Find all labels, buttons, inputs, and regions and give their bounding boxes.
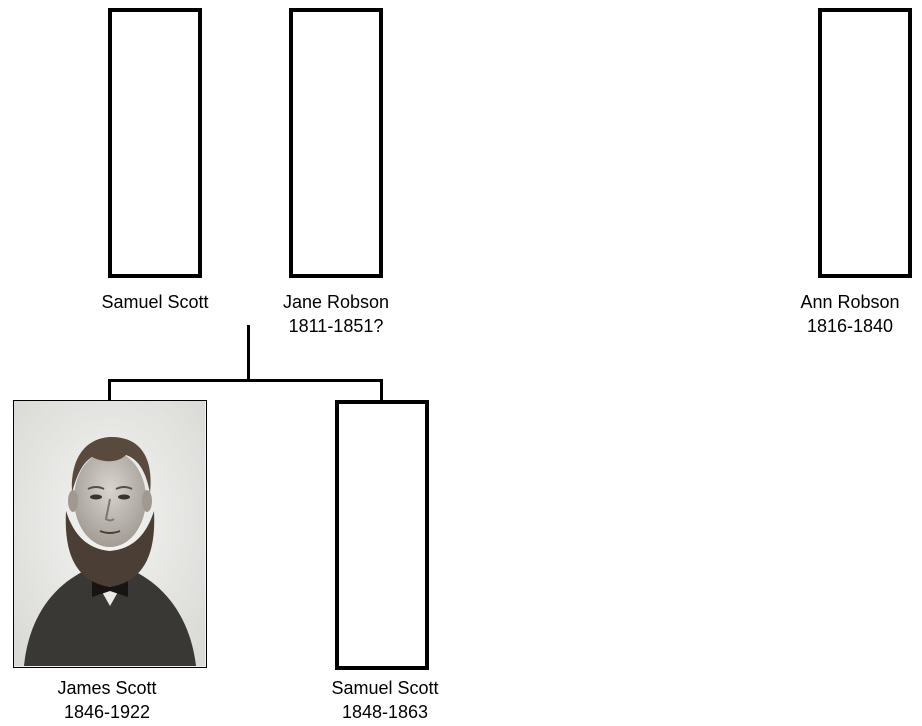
ann-robson-label: Ann Robson 1816-1840 <box>782 290 918 338</box>
samuel-scott-jr-label: Samuel Scott 1848-1863 <box>305 676 465 724</box>
james-scott-label: James Scott 1846-1922 <box>27 676 187 724</box>
jane-robson-name: Jane Robson <box>256 290 416 314</box>
samuel-scott-jr-photo-placeholder <box>335 400 429 670</box>
samuel-scott-jr-name: Samuel Scott <box>305 676 465 700</box>
james-scott-portrait <box>13 400 207 668</box>
ann-robson-name: Ann Robson <box>782 290 918 314</box>
james-scott-name: James Scott <box>27 676 187 700</box>
jane-robson-label: Jane Robson 1811-1851? <box>256 290 416 338</box>
parents-descent-line <box>247 325 250 381</box>
siblings-horizontal-line <box>108 379 383 382</box>
samuel-scott-sr-label: Samuel Scott <box>75 290 235 314</box>
james-scott-drop-line <box>108 379 111 401</box>
jane-robson-photo-placeholder <box>289 8 383 278</box>
samuel-scott-sr-name: Samuel Scott <box>75 290 235 314</box>
samuel-scott-sr-photo-placeholder <box>108 8 202 278</box>
samuel-scott-jr-dates: 1848-1863 <box>305 700 465 724</box>
ann-robson-photo-placeholder <box>818 8 912 278</box>
samuel-scott-jr-drop-line <box>380 379 383 401</box>
portrait-image <box>14 401 205 666</box>
ann-robson-dates: 1816-1840 <box>782 314 918 338</box>
james-scott-dates: 1846-1922 <box>27 700 187 724</box>
jane-robson-dates: 1811-1851? <box>256 314 416 338</box>
